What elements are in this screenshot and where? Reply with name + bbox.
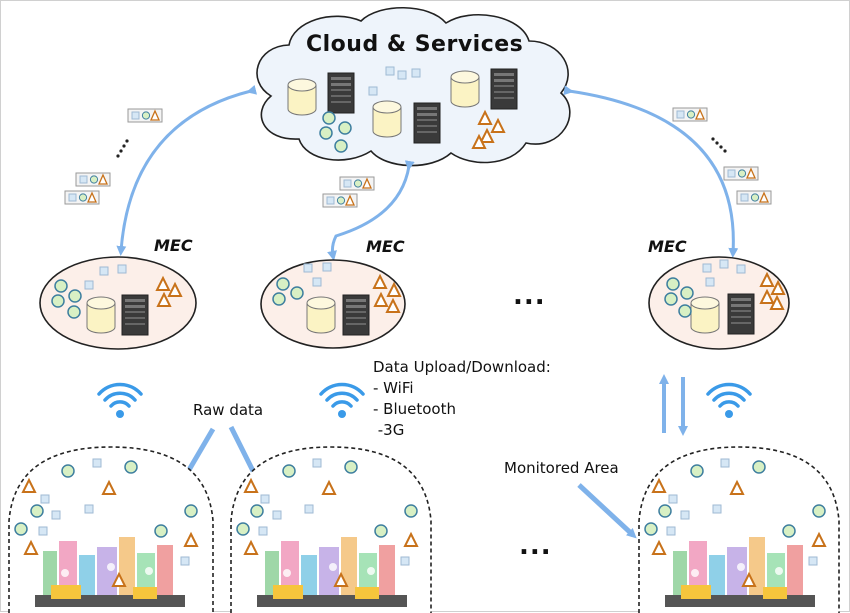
upload-title: Data Upload/Download:: [373, 358, 551, 376]
monitored-area-2: [230, 446, 432, 613]
upload-item-3g: -3G: [373, 421, 405, 439]
cloud-mec-arrow: [563, 85, 739, 258]
area-ellipsis: ...: [519, 531, 552, 561]
cloud-server-icon: [490, 68, 518, 110]
wifi-icon: [97, 382, 143, 420]
monitored-area-label: Monitored Area: [504, 459, 619, 477]
mec-node-2: [260, 259, 406, 349]
upload-download-arrows-icon: [659, 374, 688, 436]
monitored-area-3: [638, 446, 840, 613]
monitored-area-1: [8, 446, 214, 613]
wifi-icon: [706, 382, 752, 420]
cloud-database-icon: [450, 70, 480, 108]
cloud-database-icon: [372, 100, 402, 138]
mec-ellipsis: ...: [513, 281, 546, 311]
mec-node-1: [39, 256, 197, 350]
ellipsis-dots-icon: [116, 137, 727, 158]
cloud-server-icon: [413, 102, 441, 144]
cloud-database-icon: [287, 78, 317, 116]
cloud-services-label: Cloud & Services: [306, 32, 524, 57]
cloud-mec-arrow: [116, 84, 258, 256]
raw-data-label: Raw data: [193, 401, 264, 419]
wifi-icon: [319, 382, 365, 420]
monitored-area-arrow: [577, 483, 637, 539]
cloud-icon: [256, 6, 571, 167]
cloud-mec-arrow: [327, 160, 415, 261]
cloud-server-icon: [327, 72, 355, 114]
mec-label-1: MEC: [154, 236, 193, 255]
mec-label-3: MEC: [648, 237, 687, 256]
mec-node-3: [648, 256, 790, 350]
upload-item-bluetooth: - Bluetooth: [373, 400, 456, 418]
mec-label-2: MEC: [366, 237, 405, 256]
upload-item-wifi: - WiFi: [373, 379, 414, 397]
upload-download-text: Data Upload/Download: - WiFi - Bluetooth…: [373, 357, 551, 441]
